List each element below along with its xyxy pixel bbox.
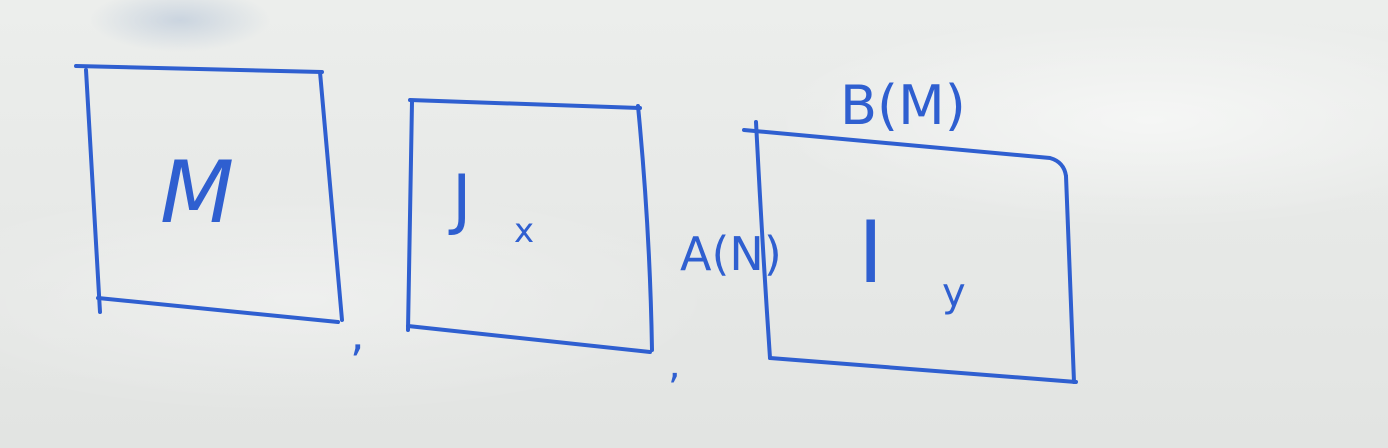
- matrix-box-jx: [406, 98, 654, 354]
- box-jx-label: J: [448, 161, 471, 238]
- box-iy-label: I: [858, 203, 883, 303]
- matrix-box-m: [74, 64, 344, 324]
- row-label-a: A(N): [680, 227, 782, 281]
- comma-separator-1: ,: [350, 307, 365, 361]
- column-label-b: B(M): [840, 74, 966, 137]
- comma-separator-2: ,: [668, 342, 681, 388]
- box-jx-subscript: x: [514, 211, 534, 251]
- matrix-box-iy: [742, 120, 1078, 384]
- box-m-label: M: [160, 143, 234, 243]
- box-iy-subscript: y: [942, 270, 966, 316]
